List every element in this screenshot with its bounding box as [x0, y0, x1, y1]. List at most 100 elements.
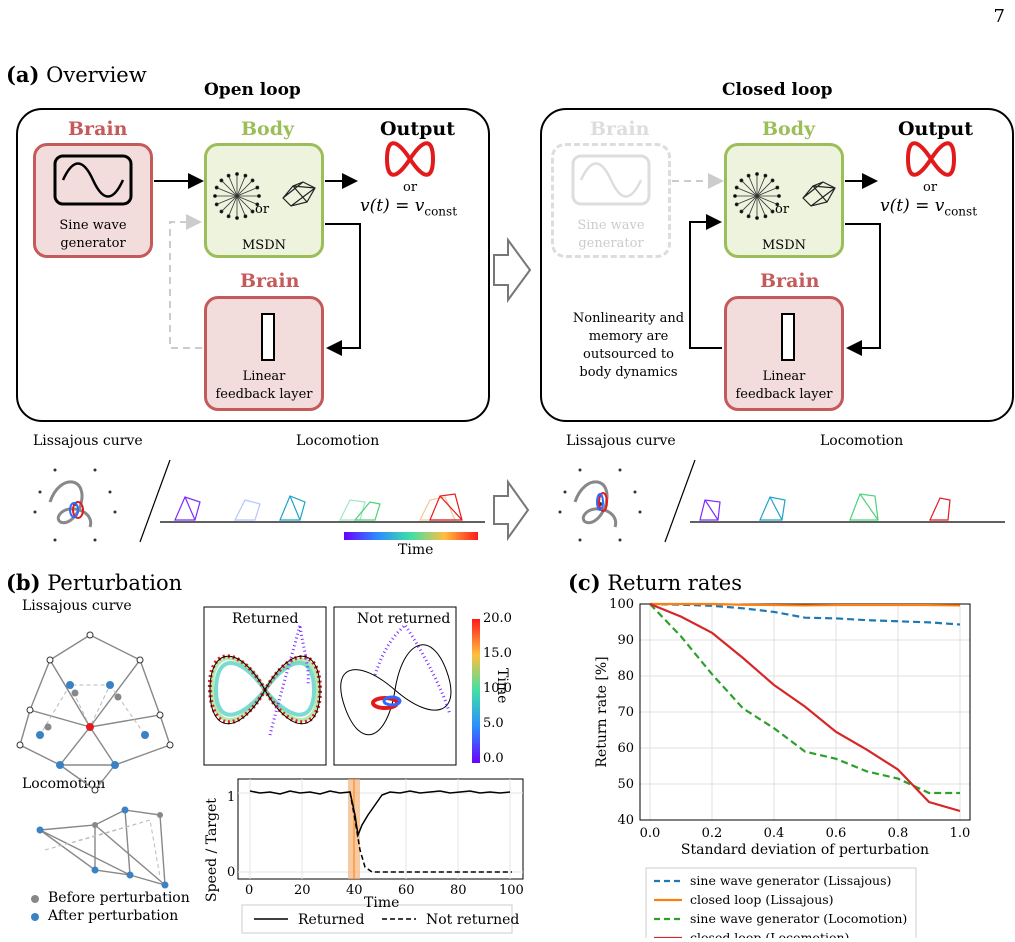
closed-loop-panel	[540, 108, 1014, 422]
strip-graphics	[33, 459, 1005, 543]
y-tick-label: 80	[617, 669, 634, 684]
open-loop-title: Open loop	[204, 80, 301, 100]
transition-arrow-icon	[493, 236, 532, 304]
open-or-output: or	[403, 180, 418, 195]
linear-layer-icon	[261, 313, 275, 361]
section-c-label: (c)	[568, 570, 601, 595]
colorbar-label: Time	[494, 668, 510, 704]
speed-xtick: 20	[294, 883, 311, 898]
closed-velocity-text: v(t) = v	[880, 196, 945, 216]
colorbar-tick: 0.0	[483, 751, 504, 766]
linear-layer-icon-2	[781, 313, 795, 361]
not-returned-title: Not returned	[357, 611, 451, 627]
x-tick-label: 0.0	[640, 826, 661, 841]
open-msdn-label: MSDN	[241, 238, 286, 253]
closed-generator-line1: Sine wave	[577, 218, 645, 233]
series-line-0	[649, 602, 961, 626]
colorbar-tick: 20.0	[483, 611, 512, 626]
speed-xtick: 100	[499, 883, 524, 898]
closed-note-line4: body dynamics	[579, 365, 678, 380]
closed-or-inner: or	[775, 202, 790, 217]
open-or-inner: or	[255, 202, 270, 217]
closed-feedback-line2: feedback layer	[735, 387, 833, 402]
closed-body-label: Body	[762, 118, 816, 140]
closed-note-line1: Nonlinearity and	[572, 311, 685, 326]
legend-before-dot	[31, 895, 39, 903]
section-b-heading: (b) Perturbation	[6, 570, 182, 595]
locomotion-mini-left	[174, 493, 463, 521]
section-c-title: Return rates	[607, 571, 743, 595]
closed-generator-line2: generator	[578, 236, 644, 251]
transition-arrow-small-icon	[493, 478, 530, 542]
speed-plot	[237, 778, 524, 934]
colorbar-tick: 5.0	[483, 716, 504, 731]
phase-colorbar	[472, 619, 480, 763]
speed-plot-frame	[237, 778, 524, 880]
legend-box	[645, 867, 917, 938]
locomotion-mini-right	[699, 493, 951, 521]
closed-note-line3: outsourced to	[583, 347, 674, 362]
lissajous-mini-left	[33, 459, 171, 543]
x-tick-label: 0.4	[764, 826, 785, 841]
speed-xtick: 0	[245, 883, 254, 898]
closed-msdn-label: MSDN	[761, 238, 806, 253]
legend-before-text: Before perturbation	[48, 890, 190, 906]
section-a-label: (a)	[6, 62, 40, 87]
figure-eight-output-icon	[385, 141, 435, 177]
section-c-heading: (c) Return rates	[568, 570, 742, 595]
open-sine-generator-box: Sine wave generator	[33, 143, 153, 258]
legend-entry: sine wave generator (Locomotion)	[690, 911, 907, 926]
open-feedback-line2: feedback layer	[215, 387, 313, 402]
y-tick-label: 60	[617, 741, 634, 756]
closed-note-line2: memory are	[588, 329, 669, 344]
y-tick-label: 50	[617, 777, 634, 792]
not-returned-plot-frame	[333, 606, 457, 766]
closed-brain-top-label: Brain	[590, 118, 650, 140]
x-tick-label: 0.8	[888, 826, 909, 841]
returned-title: Returned	[232, 611, 299, 627]
open-feedback-line1: Linear	[242, 369, 286, 384]
phase-plots	[203, 606, 480, 766]
speed-xlabel: Time	[364, 895, 400, 911]
speed-ytick: 0	[227, 865, 236, 880]
x-tick-label: 0.2	[702, 826, 723, 841]
sine-wave-icon	[53, 154, 133, 206]
b-locomotion-label: Locomotion	[22, 776, 106, 792]
open-brain-top-label: Brain	[68, 118, 128, 140]
series-line-3	[649, 602, 961, 813]
b-network-graphics	[16, 631, 174, 921]
y-axis-label: Return rate [%]	[594, 656, 610, 767]
closed-brain-bottom-label: Brain	[760, 270, 820, 292]
plot-frame	[639, 603, 971, 821]
speed-ylabel: Speed / Target	[204, 798, 220, 902]
y-tick-label: 90	[617, 633, 634, 648]
y-tick-label: 70	[617, 705, 634, 720]
y-tick-label: 100	[609, 598, 634, 612]
open-output-label: Output	[380, 118, 456, 140]
closed-velocity: v(t) = vconst	[880, 196, 977, 218]
legend-entry: closed loop (Locomotion)	[690, 930, 849, 938]
x-axis-label: Standard deviation of perturbation	[681, 842, 929, 858]
closed-or-output: or	[923, 180, 938, 195]
open-msdn-box: or MSDN	[204, 143, 324, 258]
open-loop-panel	[16, 108, 490, 422]
open-feedback-box: Linear feedback layer	[204, 296, 324, 411]
page-number: 7	[993, 6, 1005, 27]
open-velocity: v(t) = vconst	[360, 196, 457, 218]
msdn-network-icon-2	[733, 172, 836, 220]
strip-locomotion-left: Locomotion	[296, 433, 380, 449]
colorbar-tick: 15.0	[483, 646, 512, 661]
time-colorbar	[344, 532, 478, 540]
closed-sine-generator-box: Sine wave generator	[551, 143, 671, 258]
section-b-label: (b)	[6, 570, 41, 595]
section-a-title: Overview	[46, 63, 147, 87]
open-velocity-sub: const	[424, 204, 458, 219]
section-b-title: Perturbation	[47, 571, 183, 595]
speed-ytick: 1	[227, 790, 236, 805]
series-line-1	[650, 602, 961, 607]
section-a-heading: (a) Overview	[6, 62, 147, 87]
closed-note: Nonlinearity and memory are outsourced t…	[566, 310, 691, 382]
closed-velocity-sub: const	[944, 204, 978, 219]
